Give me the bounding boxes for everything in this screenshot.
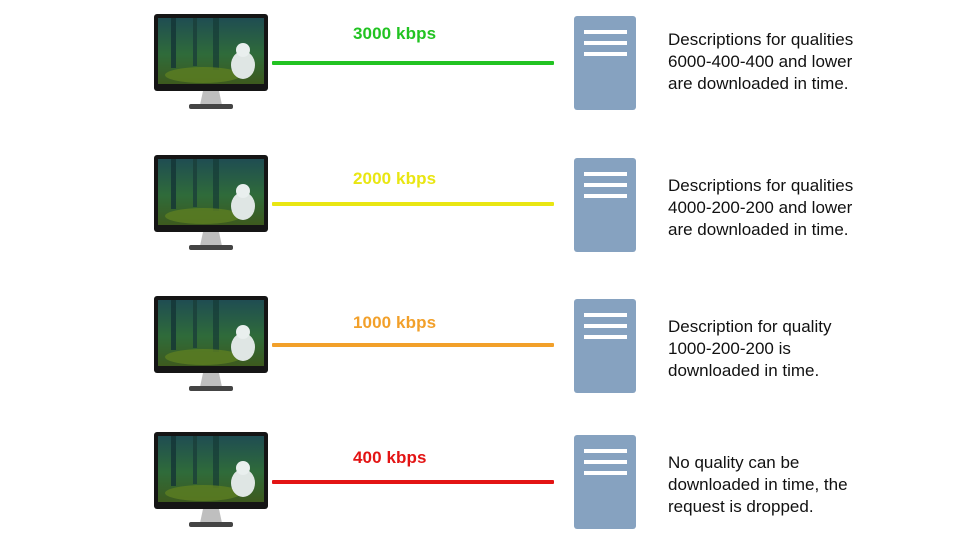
server-slot [584, 172, 627, 176]
server-slot [584, 183, 627, 187]
result-description: No quality can be downloaded in time, th… [668, 452, 948, 518]
connection-line [272, 480, 554, 484]
monitor-icon [153, 295, 269, 395]
result-description: Description for quality 1000-200-200 is … [668, 316, 948, 382]
bitrate-label: 3000 kbps [353, 24, 437, 43]
server-icon [574, 435, 636, 529]
stream-row-2: 2000 kbps Descriptions for qualities 400… [0, 154, 960, 264]
description-line: 6000-400-400 and lower [668, 52, 853, 71]
result-description: Descriptions for qualities 4000-200-200 … [668, 175, 948, 241]
bitrate-label: 2000 kbps [353, 169, 437, 188]
description-line: No quality can be [668, 453, 800, 472]
server-slot [584, 194, 627, 198]
stream-row-3: 1000 kbps Description for quality 1000-2… [0, 295, 960, 405]
server-icon [574, 16, 636, 110]
server-icon [574, 158, 636, 252]
bitrate-label: 400 kbps [353, 448, 427, 467]
connection-line [272, 202, 554, 206]
server-slot [584, 449, 627, 453]
description-line: request is dropped. [668, 497, 814, 516]
monitor-icon [153, 13, 269, 113]
server-slot [584, 52, 627, 56]
description-line: are downloaded in time. [668, 220, 849, 239]
connection-line [272, 61, 554, 65]
server-slot [584, 335, 627, 339]
description-line: are downloaded in time. [668, 74, 849, 93]
server-slot [584, 324, 627, 328]
description-line: downloaded in time, the [668, 475, 848, 494]
description-line: 1000-200-200 is [668, 339, 791, 358]
description-line: Descriptions for qualities [668, 30, 854, 49]
monitor-icon [153, 431, 269, 531]
server-slot [584, 30, 627, 34]
description-line: Descriptions for qualities [668, 176, 854, 195]
stream-row-4: 400 kbps No quality can be downloaded in… [0, 431, 960, 541]
server-slot [584, 460, 627, 464]
monitor-icon [153, 154, 269, 254]
server-icon [574, 299, 636, 393]
description-line: downloaded in time. [668, 361, 820, 380]
description-line: 4000-200-200 and lower [668, 198, 853, 217]
server-slot [584, 41, 627, 45]
description-line: Description for quality [668, 317, 832, 336]
server-slot [584, 313, 627, 317]
connection-line [272, 343, 554, 347]
bitrate-label: 1000 kbps [353, 313, 437, 332]
result-description: Descriptions for qualities 6000-400-400 … [668, 29, 948, 95]
server-slot [584, 471, 627, 475]
stream-row-1: 3000 kbps Descriptions for qualities 600… [0, 13, 960, 123]
